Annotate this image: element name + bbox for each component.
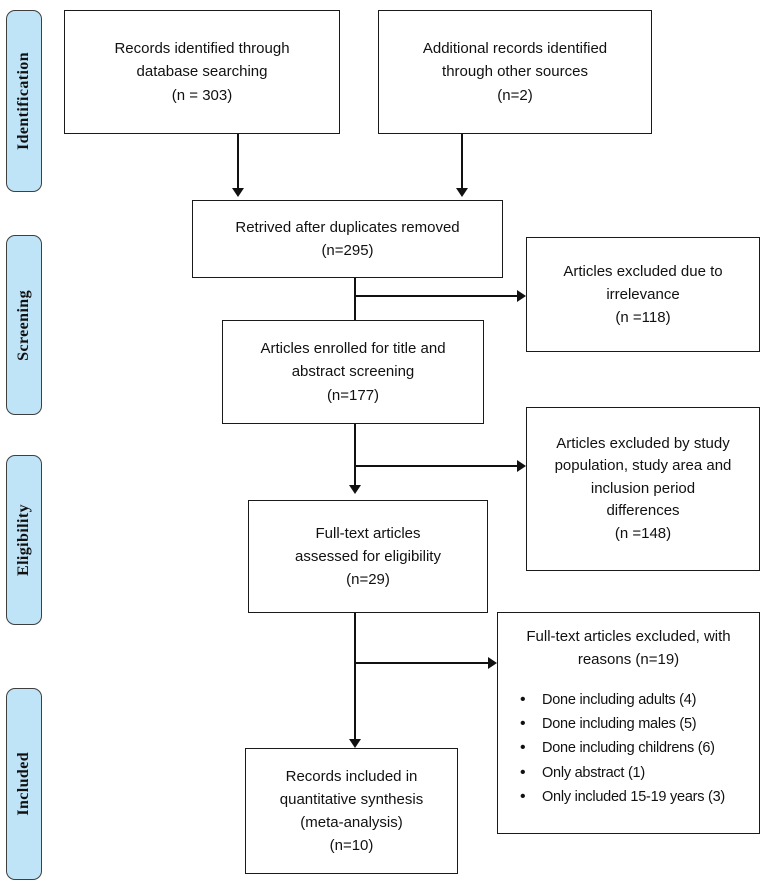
exclusion-reasons-list: Done including adults (4) Done including… [508, 686, 749, 811]
list-item: Only included 15-19 years (3) [520, 784, 749, 811]
box-other-records: Additional records identified through ot… [378, 10, 652, 134]
stage-bar-eligibility: Eligibility [6, 455, 42, 625]
box-excluded-irrelevance: Articles excluded due to irrelevance (n … [526, 237, 760, 352]
box-other-records-line-3: (n=2) [497, 86, 533, 104]
arrowhead-duplicates-to-excluded-irrelevance [517, 290, 526, 302]
box-other-records-line-1: Additional records identified [422, 40, 608, 58]
connector-eligibility-to-fulltext-excluded [354, 662, 488, 664]
box-title-abstract-screening-line-3: (n=177) [326, 386, 380, 404]
box-excluded-study-criteria-line-4: differences [606, 502, 680, 520]
box-duplicates-removed-line-1: Retrived after duplicates removed [235, 218, 460, 236]
box-title-abstract-screening-line-1: Articles enrolled for title and [260, 340, 446, 358]
box-duplicates-removed-line-2: (n=295) [321, 242, 374, 259]
connector-duplicates-to-excluded-irrelevance [354, 295, 517, 297]
box-fulltext-assessed-line-3: (n=29) [346, 571, 390, 589]
box-excluded-study-criteria: Articles excluded by study population, s… [526, 407, 760, 571]
arrowhead-eligibility-to-fulltext-excluded [488, 657, 497, 669]
box-fulltext-assessed: Full-text articles assessed for eligibil… [248, 500, 488, 613]
stage-label-included: Included [15, 752, 32, 816]
box-excluded-irrelevance-line-1: Articles excluded due to [563, 262, 723, 280]
box-included-synthesis-line-2: quantitative synthesis [279, 790, 424, 808]
box-database-records: Records identified through database sear… [64, 10, 340, 134]
box-title-abstract-screening: Articles enrolled for title and abstract… [222, 320, 484, 424]
arrowhead-database-to-duplicates [232, 188, 244, 197]
box-title-abstract-screening-line-2: abstract screening [291, 363, 415, 381]
connector-database-to-duplicates [237, 134, 239, 188]
box-fulltext-excluded: Full-text articles excluded, with reason… [497, 612, 760, 834]
list-item: Only abstract (1) [520, 760, 749, 787]
stage-label-eligibility: Eligibility [15, 504, 32, 576]
box-excluded-study-criteria-line-1: Articles excluded by study [556, 434, 730, 452]
box-other-records-line-2: through other sources [442, 63, 588, 81]
box-fulltext-assessed-line-2: assessed for eligibility [295, 547, 441, 565]
stage-bar-included: Included [6, 688, 42, 880]
arrowhead-screening-to-excluded-study-criteria [517, 460, 526, 472]
box-excluded-irrelevance-line-2: irrelevance [606, 285, 680, 303]
arrowhead-screening-to-eligibility [349, 485, 361, 494]
box-fulltext-excluded-heading: Full-text articles excluded, with reason… [508, 625, 749, 672]
box-excluded-study-criteria-line-2: population, study area and [554, 457, 732, 475]
list-item: Done including adults (4) [520, 686, 749, 713]
connector-other-to-duplicates [461, 134, 463, 188]
stage-bar-screening: Screening [6, 235, 42, 415]
stage-bar-identification: Identification [6, 10, 42, 192]
box-excluded-irrelevance-line-3: (n =118) [615, 309, 671, 327]
box-database-records-line-2: database searching [136, 63, 268, 81]
box-included-synthesis-line-4: (n=10) [329, 837, 374, 855]
connector-screening-to-eligibility [354, 424, 356, 485]
box-excluded-study-criteria-line-5: (n =148) [614, 524, 672, 542]
connector-duplicates-to-screening [354, 278, 356, 323]
connector-eligibility-to-included [354, 613, 356, 739]
box-excluded-study-criteria-line-3: inclusion period [590, 479, 696, 497]
box-included-synthesis: Records included in quantitative synthes… [245, 748, 458, 874]
arrowhead-eligibility-to-included [349, 739, 361, 748]
box-fulltext-assessed-line-1: Full-text articles [315, 524, 421, 542]
box-included-synthesis-line-1: Records included in [285, 767, 418, 785]
list-item: Done including childrens (6) [520, 735, 749, 762]
box-fulltext-excluded-heading-line-1: Full-text articles excluded, with [526, 628, 731, 645]
box-duplicates-removed: Retrived after duplicates removed (n=295… [192, 200, 503, 278]
box-included-synthesis-line-3: (meta-analysis) [300, 814, 403, 831]
stage-label-identification: Identification [15, 51, 32, 151]
box-database-records-line-1: Records identified through [114, 40, 290, 58]
box-database-records-line-3: (n = 303) [171, 86, 233, 104]
list-item: Done including males (5) [520, 711, 749, 738]
box-fulltext-excluded-heading-line-2: reasons (n=19) [577, 651, 680, 669]
stage-label-screening: Screening [15, 289, 32, 361]
arrowhead-other-to-duplicates [456, 188, 468, 197]
connector-screening-to-excluded-study-criteria [354, 465, 517, 467]
